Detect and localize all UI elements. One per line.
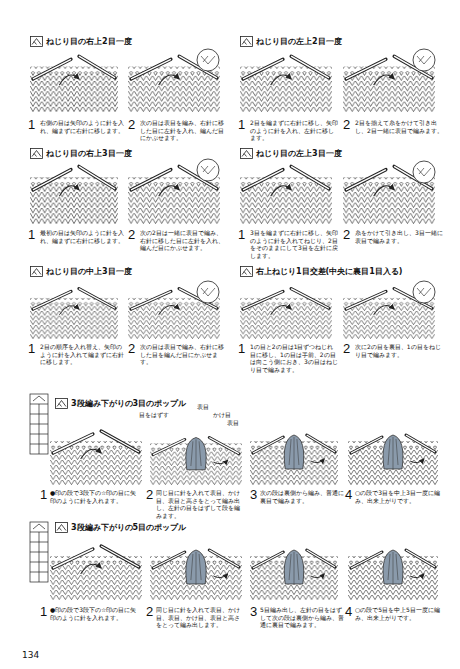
section-title-text: ねじり目の左上3目一度 xyxy=(256,149,342,159)
page-number: 134 xyxy=(22,650,52,661)
stitch-symbol xyxy=(30,36,43,47)
section-title-text: 右上ねじり1目交差(中央に裏目1目入る) xyxy=(256,267,402,277)
step-number: 2 xyxy=(128,342,140,355)
section-title: ねじり目の中上3目一度 xyxy=(30,266,132,277)
step-text: ○の段で3目を中上3目一度に編み、出来上がりです。 xyxy=(355,489,447,504)
step-number: 2 xyxy=(343,118,355,131)
step-text: 最初の目は矢印のように針を入れ、編まずに右針に移します。 xyxy=(40,229,124,244)
stitch-illustration xyxy=(250,435,338,485)
section-title: ねじり目の右上2目一度 xyxy=(30,36,132,47)
step-text: 5目編み出し、左針の目をはずして次の段は裏側から編み、普通に裏目で編みます。 xyxy=(260,606,344,629)
step-text: 2目の順序を入れ替え、矢印のように針を入れて編まずに右針に移します。 xyxy=(40,343,124,366)
section-title: 3段編み下がりの3目のポップル xyxy=(55,398,186,409)
section-title-text: 3段編み下がりの5目のポップル xyxy=(71,523,186,533)
section-title: ねじり目の左上3目一度 xyxy=(240,148,342,159)
step-text: 次の目は表目で編み、右針に移した目を編んだ目にかぶせます。 xyxy=(140,343,224,366)
annotation: 表目 xyxy=(196,404,210,411)
step-text: ●印の段で3段下の☆印の目に矢印のように針を入れます。 xyxy=(50,489,142,504)
annotation: 目をはずす xyxy=(138,412,170,419)
stitch-symbol xyxy=(240,36,253,47)
section-title-text: ねじり目の中上3目一度 xyxy=(46,267,132,277)
step-text: 2目を揃えて糸をかけて引き出し、2目一緒に表目で編みます。 xyxy=(355,119,445,134)
step-number: 1 xyxy=(238,228,250,241)
step-number: 1 xyxy=(28,118,40,131)
section-title-text: ねじり目の左上2目一度 xyxy=(256,37,342,47)
step-text: ○の段で5目を中上5目一度に編み、出来上がりです。 xyxy=(355,606,447,621)
step-text: 1の目と2の目は1目ずつねじれ目に移し、1の目は手前、2の目は向こう側におき、3… xyxy=(250,343,338,373)
stitch-illustration xyxy=(30,56,118,112)
stitch-symbol xyxy=(55,398,68,409)
inset-stitches xyxy=(201,56,431,296)
section-title: ねじり目の右上3目一度 xyxy=(30,148,132,159)
step-text: 糸をかけて引き出し、3目一緒に表目で編みます。 xyxy=(355,229,445,244)
step-number: 2 xyxy=(128,118,140,131)
stitch-illustration xyxy=(240,289,332,339)
stitch-illustration xyxy=(348,550,438,600)
stitch-illustration xyxy=(150,438,242,486)
step-number: 1 xyxy=(238,342,250,355)
step-text: 3目を編まずに右針に移し、矢印のように針を入れてねじり、2目をそのままにして3目… xyxy=(250,229,338,259)
stitch-illustration xyxy=(50,431,142,485)
stitch-illustration xyxy=(250,550,338,600)
step-text: 2目を編まずに右針に移し、矢印のように針を入れ、左針に移します。 xyxy=(250,119,338,142)
stitch-symbol xyxy=(240,266,253,277)
stitch-symbol xyxy=(240,148,253,159)
step-number: 1 xyxy=(238,118,250,131)
stitch-symbol xyxy=(30,266,43,277)
step-number: 2 xyxy=(343,342,355,355)
stitch-illustration xyxy=(348,435,438,485)
annotation: 表目 xyxy=(226,420,240,427)
stitch-illustration xyxy=(50,546,142,600)
step-number: 2 xyxy=(343,228,355,241)
section-title-text: 3段編み下がりの3目のポップル xyxy=(71,399,186,409)
step-text: 次に2の目を裏目、1の目をねじり目で編みます。 xyxy=(355,343,445,358)
step-number: 1 xyxy=(28,342,40,355)
step-text: 次の段は裏側から編み、普通に裏目で編みます。 xyxy=(260,489,344,504)
stitch-illustration xyxy=(150,550,242,600)
step-text: ●印の段で3段下の☆印の目に矢印のように針を入れます。 xyxy=(50,606,142,621)
step-text: 次の2目は一緒に表目で編み、右針に移した目に左針を入れ、編んだ目にかぶせます。 xyxy=(140,229,224,252)
stitch-symbol xyxy=(55,522,68,533)
stitch-illustration xyxy=(240,166,332,224)
section-title-text: ねじり目の右上3目一度 xyxy=(46,149,132,159)
step-text: 同じ目に針を入れて表目、かけ目、表目、かけ目、表目と高さをとって編み出します。 xyxy=(156,606,244,629)
stitch-illustration xyxy=(240,56,332,112)
stitch-illustration xyxy=(30,289,118,339)
stitch-symbol xyxy=(30,148,43,159)
step-text: 同じ目に針を入れて表目、かけ目、表目と高さをとって編み出し、左針の目をはずして段… xyxy=(156,489,244,519)
section-title-text: ねじり目の右上2目一度 xyxy=(46,37,132,47)
annotation: かけ目 xyxy=(212,412,232,419)
stitch-illustration xyxy=(30,166,118,224)
step-text: 右側の目は矢印のように針を入れ、編まずに右針に移します。 xyxy=(40,119,124,134)
detail-insets xyxy=(197,49,435,303)
step-text: 次の目は表目を編み、右針に移した目に左針を入れ、編んだ目にかぶせます。 xyxy=(140,119,224,142)
knitting-illustrations xyxy=(30,56,438,600)
step-number: 1 xyxy=(28,228,40,241)
section-title: ねじり目の左上2目一度 xyxy=(240,36,342,47)
section-title: 3段編み下がりの5目のポップル xyxy=(55,522,186,533)
section-title: 右上ねじり1目交差(中央に裏目1目入る) xyxy=(240,266,402,277)
step-number: 2 xyxy=(128,228,140,241)
